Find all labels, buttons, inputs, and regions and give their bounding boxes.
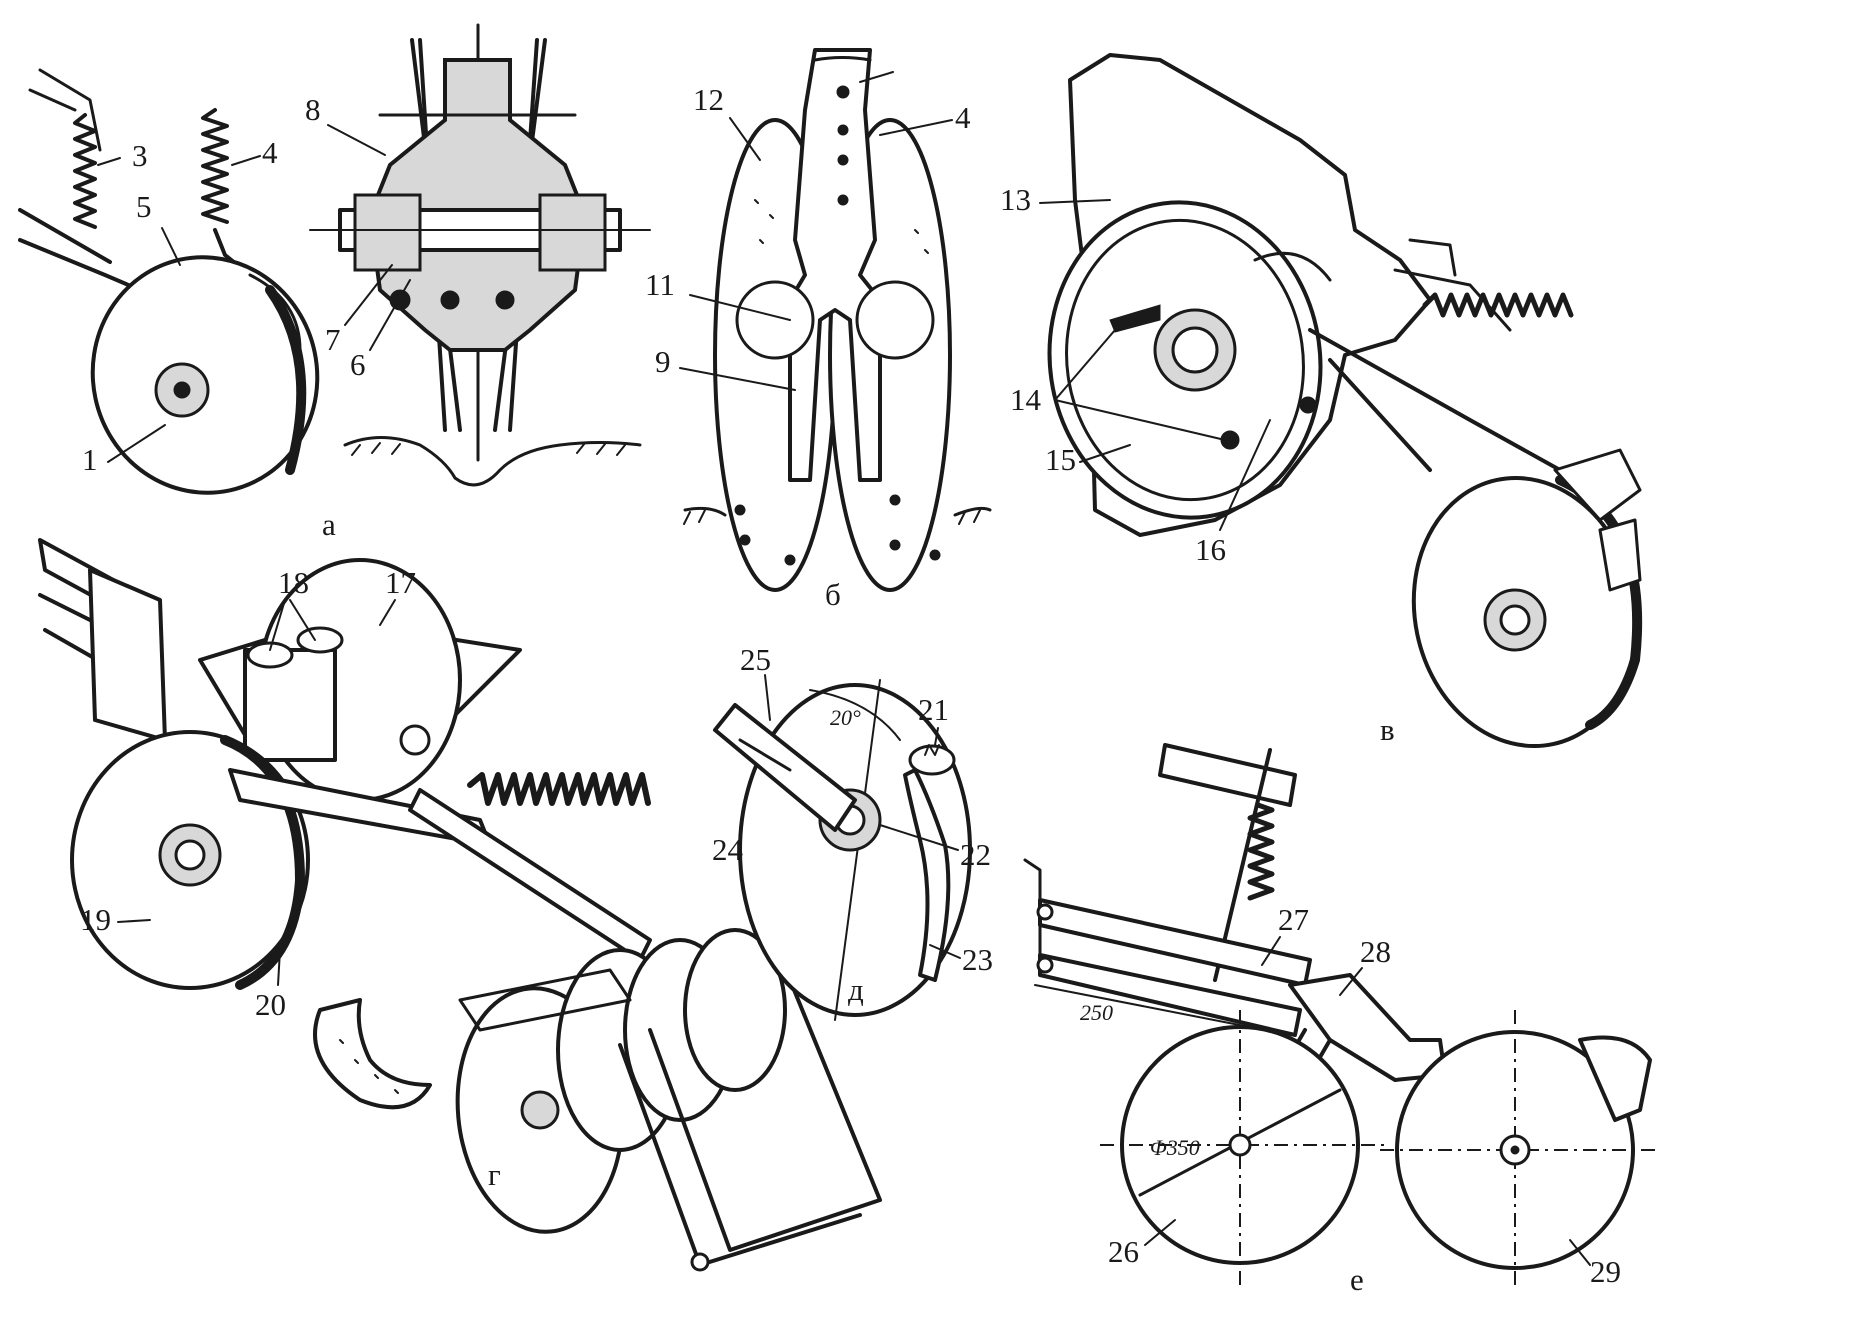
spring-5 [201, 108, 229, 224]
callout-15: 15 [1045, 442, 1076, 477]
callout-8: 8 [305, 92, 321, 127]
panel-a-section-view: 8 7 6 а [305, 23, 651, 542]
callout-19: 19 [80, 902, 111, 937]
panel-letter-v: в [1380, 712, 1395, 747]
spring-e [1247, 802, 1275, 901]
panel-d-disc-with-scraper: 25 21 20° 24 22 23 д [712, 642, 993, 1021]
callout-11: 12 [693, 82, 724, 117]
callout-10: 11 [645, 267, 675, 302]
callout-26: 26 [1108, 1234, 1139, 1269]
spring-g [467, 772, 651, 806]
callout-29: 29 [1590, 1254, 1621, 1289]
callout-20: 20 [255, 987, 286, 1022]
panel-e-kinematic-scheme: 250 Φ350 27 28 26 29 е [1023, 743, 1660, 1297]
panel-letter-a: а [322, 507, 336, 542]
panel-v-coulter-section: 13 14 15 16 в [1000, 53, 1643, 749]
callout-13: 13 [1000, 182, 1031, 217]
panel-letter-b: б [825, 577, 841, 612]
panel-g-seeding-section: 18 17 19 20 г [38, 538, 882, 1272]
callout-25: 25 [740, 642, 771, 677]
panel-letter-e: е [1350, 1262, 1364, 1297]
callout-4: 5 [136, 189, 152, 224]
panel-a-single-disc-coulter: 3 4 5 1 [18, 68, 320, 495]
callout-5: 4 [262, 135, 278, 170]
callout-28: 28 [1360, 934, 1391, 969]
spring-v [1422, 292, 1574, 318]
callout-17: 17 [385, 565, 416, 600]
callout-27: 27 [1278, 902, 1309, 937]
spring-3 [73, 113, 97, 229]
callout-24: 24 [712, 832, 744, 867]
callout-16: 16 [1195, 532, 1226, 567]
callout-23: 23 [962, 942, 993, 977]
callout-22: 22 [960, 837, 991, 872]
callout-3: 3 [132, 138, 148, 173]
callout-14: 14 [1010, 382, 1042, 417]
dimension-250: 250 [1080, 1000, 1113, 1025]
callout-1: 1 [82, 442, 98, 477]
callout-9: 9 [655, 344, 671, 379]
callout-7: 7 [325, 322, 341, 357]
dimension-diameter-350: Φ350 [1150, 1135, 1200, 1160]
callout-4b: 4 [955, 100, 971, 135]
callout-6: 6 [350, 347, 366, 382]
callout-21: 21 [918, 692, 949, 727]
callout-18: 18 [278, 565, 309, 600]
panel-letter-d: д [848, 972, 864, 1007]
panel-letter-g: г [488, 1157, 501, 1192]
angle-20-label: 20° [830, 705, 861, 730]
panel-b-double-disc-coulter: 12 4 11 9 б [645, 48, 992, 612]
